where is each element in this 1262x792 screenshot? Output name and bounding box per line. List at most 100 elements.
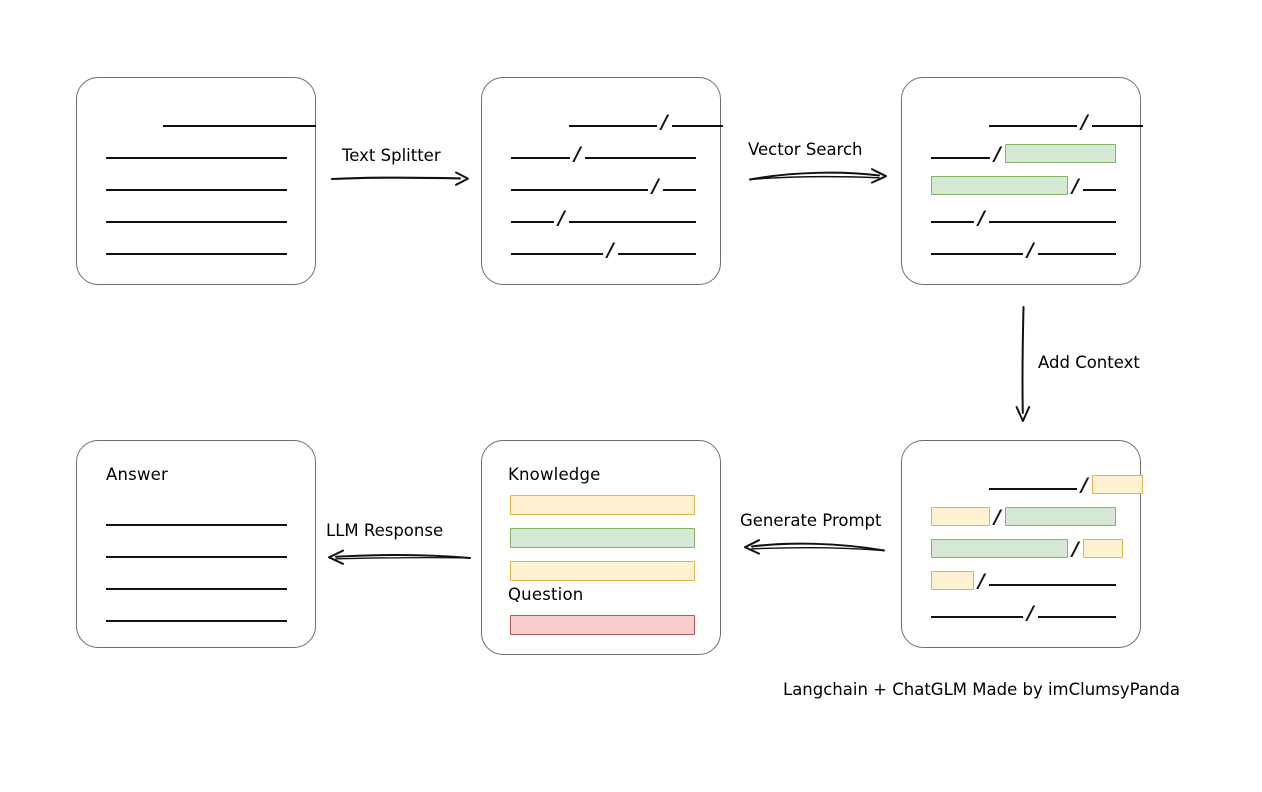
arrow-text-splitter: Text Splitter [330, 146, 470, 191]
arrow-text-splitter-label: Text Splitter [342, 146, 441, 165]
text-line-segment [106, 157, 287, 159]
chunk-separator-slash: / [994, 506, 1001, 528]
knowledge-bar-1[interactable] [510, 495, 695, 515]
knowledge-heading: Knowledge [508, 465, 601, 484]
text-line-segment [931, 616, 1023, 618]
text-line-segment [106, 556, 287, 558]
text-row: / [931, 598, 1116, 624]
text-line-segment [1037, 253, 1116, 255]
highlight-chip-green[interactable] [1004, 507, 1116, 526]
chunk-separator-slash: / [607, 239, 614, 261]
text-line-segment [1037, 616, 1116, 618]
chunk-separator-slash: / [978, 207, 985, 229]
chunk-separator-slash: / [1081, 111, 1088, 133]
chunk-separator-slash: / [1081, 474, 1088, 496]
text-line-segment [988, 221, 1116, 223]
arrow-add-context: Add Context [1010, 305, 1180, 423]
text-line-segment [617, 253, 696, 255]
text-line-segment [511, 253, 603, 255]
arrow-vector-search-label: Vector Search [748, 140, 863, 159]
arrow-add-context-label: Add Context [1038, 353, 1140, 372]
text-row [106, 602, 287, 622]
text-row: / [931, 203, 1116, 229]
text-row: / [989, 470, 1143, 496]
text-row [106, 506, 287, 526]
text-row: / [989, 107, 1143, 133]
text-row: / [931, 139, 1116, 165]
arrow-vector-search: Vector Search [748, 140, 888, 188]
chunk-separator-slash: / [1072, 175, 1079, 197]
question-bar-1[interactable] [510, 615, 695, 635]
text-line-segment [1082, 189, 1116, 191]
text-line-segment [163, 125, 316, 127]
highlight-chip-green[interactable] [931, 176, 1068, 195]
text-line-segment [931, 253, 1023, 255]
chunk-separator-slash: / [1027, 602, 1034, 624]
text-line-segment [662, 189, 696, 191]
text-line-segment [931, 221, 974, 223]
text-line-segment [671, 125, 723, 127]
arrow-llm-response: LLM Response [322, 521, 472, 569]
vector-hits-box[interactable]: / / / / / [901, 77, 1143, 285]
text-line-segment [569, 125, 657, 127]
text-line-segment [931, 157, 990, 159]
chunk-separator-slash: / [661, 111, 668, 133]
knowledge-bar-3[interactable] [510, 561, 695, 581]
answer-heading: Answer [106, 465, 168, 484]
text-row: / [511, 139, 696, 165]
prompt-panel-box[interactable]: Knowledge Question [481, 440, 721, 655]
text-line-segment [511, 189, 648, 191]
chunk-separator-slash: / [574, 143, 581, 165]
highlight-chip-yellow[interactable] [1082, 539, 1123, 558]
text-line-segment [511, 157, 570, 159]
text-line-segment [106, 588, 287, 590]
text-row [106, 570, 287, 590]
question-heading: Question [508, 585, 584, 604]
arrow-generate-prompt-label: Generate Prompt [740, 511, 882, 530]
split-chunks-box[interactable]: / / / / / [481, 77, 723, 285]
chunk-separator-slash: / [978, 570, 985, 592]
highlight-chip-yellow[interactable] [1091, 475, 1143, 494]
chunk-separator-slash: / [994, 143, 1001, 165]
text-row [106, 235, 287, 255]
highlight-chip-yellow[interactable] [931, 571, 974, 590]
context-added-box[interactable]: / / / / / [901, 440, 1143, 648]
highlight-chip-green[interactable] [1004, 144, 1116, 163]
text-line-segment [989, 488, 1077, 490]
text-line-segment [568, 221, 696, 223]
arrow-generate-prompt: Generate Prompt [738, 511, 886, 559]
text-line-segment [584, 157, 696, 159]
text-row [106, 538, 287, 558]
text-row: / [931, 534, 1123, 559]
highlight-chip-green[interactable] [931, 539, 1068, 558]
text-row: / [931, 235, 1116, 261]
source-document-box[interactable] [76, 77, 316, 285]
text-line-segment [1091, 125, 1143, 127]
text-line-segment [106, 189, 287, 191]
text-line-segment [989, 125, 1077, 127]
text-line-segment [106, 221, 287, 223]
text-line-segment [106, 620, 287, 622]
text-row [106, 171, 287, 191]
text-row: / [931, 171, 1116, 197]
arrow-text-splitter-shaft [330, 171, 469, 186]
arrow-add-context-shaft [1015, 306, 1031, 422]
answer-panel-box[interactable]: Answer [76, 440, 316, 648]
text-row: / [931, 566, 1116, 592]
text-line-segment [106, 253, 287, 255]
chunk-separator-slash: / [652, 175, 659, 197]
arrow-generate-prompt-shaft [744, 539, 885, 555]
text-row: / [511, 171, 696, 197]
text-row [106, 139, 287, 159]
footer-credit: Langchain + ChatGLM Made by imClumsyPand… [783, 680, 1180, 699]
chunk-separator-slash: / [1027, 239, 1034, 261]
text-row: / [511, 203, 696, 229]
knowledge-bar-2[interactable] [510, 528, 695, 548]
text-line-segment [106, 524, 287, 526]
arrow-vector-search-shaft [749, 168, 887, 184]
highlight-chip-yellow[interactable] [931, 507, 990, 526]
chunk-separator-slash: / [558, 207, 565, 229]
text-row: / [511, 235, 696, 261]
arrow-llm-response-label: LLM Response [326, 521, 444, 540]
